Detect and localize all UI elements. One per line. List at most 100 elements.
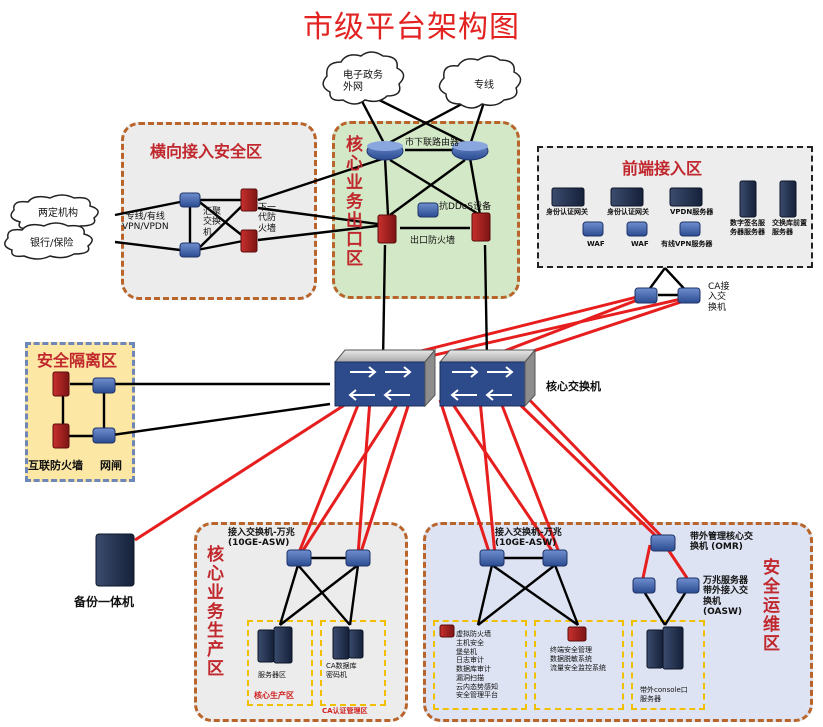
backup-device	[95, 533, 135, 587]
link-router1-fw1	[383, 157, 390, 216]
link-cloud-agg2	[114, 240, 181, 252]
console-srv-1	[646, 629, 664, 669]
link-core-asw5	[438, 399, 492, 556]
leased-cloud-label: 专线	[474, 80, 494, 91]
ca-crypto-device	[348, 629, 364, 659]
mon-tools-list: 终端安全管理 数据脱敏系统 流量安全监控系统	[550, 646, 606, 672]
link-cloud-agg1	[114, 200, 181, 217]
ca-switch-1	[634, 287, 658, 304]
small-switches	[92, 192, 701, 594]
asw-right-2	[542, 549, 568, 567]
agg-switch-1	[179, 192, 201, 208]
waf-1	[582, 221, 604, 237]
black-links	[61, 86, 691, 626]
link-router1-fw2	[389, 158, 481, 217]
core-switch	[333, 348, 537, 408]
sig-server-label: 数字签名服务器服务器	[730, 219, 765, 236]
iso-switch-1	[92, 377, 116, 394]
link-agg-ngfw-x2	[196, 199, 249, 251]
vpdn-server-device	[669, 187, 703, 207]
core-exit-zone-title: 核心业务出口区	[342, 135, 362, 268]
core-arrow-1	[348, 366, 377, 401]
isolation-zone	[25, 342, 135, 482]
inet-fw-label: 互联防火墙	[28, 459, 83, 472]
org-a-cloud-label: 两定机构	[38, 208, 78, 219]
omr-switch	[650, 534, 676, 552]
exch-server-device	[779, 180, 797, 218]
vpn-server-device	[679, 221, 701, 237]
frontend-zone-title: 前端接入区	[622, 159, 703, 178]
link-ngfw2-fw1	[257, 206, 386, 227]
ca-switch-label: CA接入交换机	[708, 282, 730, 313]
link-asw1-srv	[278, 564, 300, 626]
id-gw-1-label: 身份认证网关	[546, 208, 588, 216]
servers	[95, 180, 797, 670]
asw-left-label: 接入交换机-万兆 (10GE-ASW)	[228, 528, 295, 549]
core-switch-2-top	[438, 349, 537, 363]
link-ngfw-router1	[257, 156, 386, 202]
core-arrow-4	[485, 366, 514, 401]
egov-cloud-label: 电子政务外网	[343, 70, 383, 93]
oasw-label: 万兆服务器带外接入交换机 (OASW)	[703, 576, 749, 618]
org-b-cloud-label: 银行/保险	[30, 238, 74, 249]
asw-left-2	[345, 549, 371, 567]
router-label: 市下联路由器	[405, 138, 460, 148]
link-asw2-srv	[279, 564, 359, 626]
gatekeeper-device	[92, 427, 116, 444]
id-gw-1-device	[551, 187, 585, 207]
core-prod-tag: 核心生产区	[254, 691, 294, 700]
waf-2	[626, 221, 648, 237]
inet-fw-1	[52, 371, 70, 397]
link-asw4-mon	[553, 564, 580, 626]
router-2-top	[452, 141, 488, 151]
core-switch-2-side	[524, 348, 536, 408]
waf-2-label: WAF	[631, 240, 649, 248]
firewalls	[52, 188, 587, 642]
anti-ddos-label: 抗DDoS设备	[439, 202, 492, 212]
link-fw1-core	[381, 244, 387, 361]
console-srv-2	[662, 626, 684, 670]
omr-label: 带外管理核心交换机 (OMR)	[690, 532, 754, 553]
sec-fw-icon	[439, 624, 455, 638]
core-switch-label: 核心交换机	[546, 380, 601, 393]
sec-tools-list: 虚拟防火墙 主机安全 堡垒机 日志审计 数据库审计 漏洞扫描 云内态势感知 安全…	[456, 630, 498, 700]
link-core-backup	[134, 393, 361, 542]
link-oasw1-console	[641, 589, 667, 626]
vpn-server-label: 有线VPN服务器	[661, 240, 713, 248]
secops-zone-title: 安全运维区	[759, 558, 779, 653]
egov-cloud	[322, 51, 405, 105]
waf-1-label: WAF	[587, 240, 605, 248]
vpn-label: 专线/有线 VPN/VPDN	[122, 212, 169, 233]
asw-left-1	[286, 549, 312, 567]
org-b-cloud	[4, 222, 93, 260]
link-iso-core2	[104, 402, 331, 438]
core-prod-zone-title: 核心业务生产区	[203, 545, 223, 678]
link-core-asw4	[358, 399, 412, 556]
link-core-asw8	[498, 399, 562, 556]
frontend-zone	[537, 146, 813, 268]
link-core-asw7	[478, 399, 497, 556]
ca-switch-2	[677, 287, 701, 304]
cloud-shapes	[4, 51, 522, 260]
link-omr-oasw1	[641, 544, 652, 579]
lateral-zone-title: 横向接入安全区	[150, 142, 263, 161]
isolation-zone-title: 安全隔离区	[37, 351, 118, 370]
red-links	[134, 293, 691, 579]
leased-cloud	[438, 55, 522, 109]
link-core-asw6	[448, 399, 557, 556]
link-core-omr2	[518, 388, 667, 542]
link-ngfw-fw1	[257, 223, 386, 242]
link-router2-fw2	[468, 157, 482, 216]
link-agg-ngfw-x1	[196, 199, 249, 241]
monitoring-box	[534, 620, 624, 710]
anti-ddos-device	[417, 202, 439, 218]
backup-label: 备份一体机	[74, 595, 135, 609]
link-oasw2-console	[663, 589, 689, 626]
link-fw2-core	[483, 244, 489, 361]
exit-fw-2	[471, 212, 491, 242]
link-asw2-ca	[348, 564, 360, 626]
core-arrow-3	[450, 366, 479, 401]
ca-db-device	[332, 626, 350, 660]
link-asw3-mon	[491, 564, 579, 626]
